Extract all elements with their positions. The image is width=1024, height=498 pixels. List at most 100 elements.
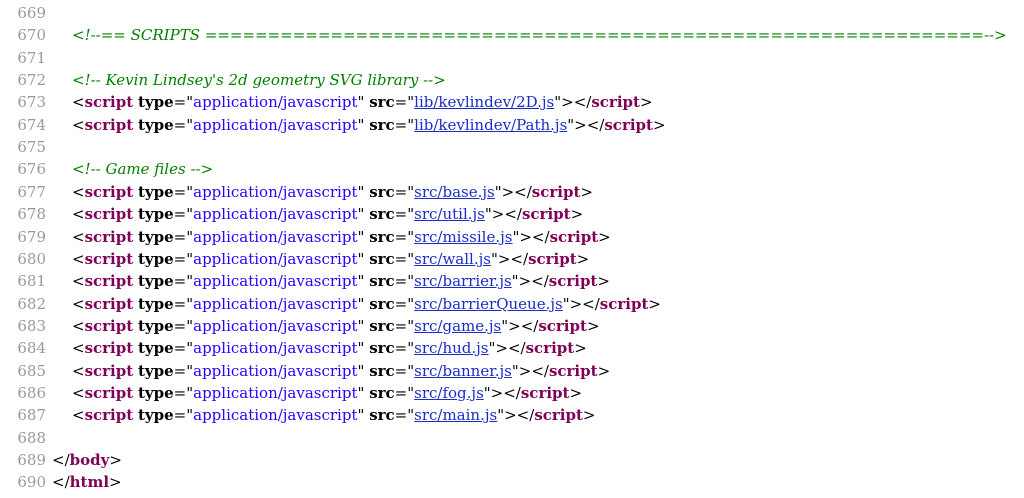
quote: "></: [501, 316, 539, 335]
line-number: 687: [17, 406, 46, 425]
quote: "></: [554, 93, 592, 112]
src-attribute: src: [369, 227, 395, 246]
quote: "></: [567, 115, 605, 134]
quote: =": [173, 115, 194, 134]
type-value: application/javascript: [193, 182, 358, 201]
line-number: 669: [17, 4, 46, 22]
src-link[interactable]: src/game.js: [414, 316, 502, 335]
type-attribute: type: [137, 182, 174, 201]
code-line: 678<script type="application/javascript"…: [0, 203, 1024, 225]
script-tag-name: script: [520, 383, 570, 402]
src-attribute: src: [369, 316, 395, 335]
quote: ": [357, 115, 365, 134]
src-link[interactable]: src/base.js: [414, 182, 495, 201]
quote: =": [394, 249, 415, 268]
script-tag-name: script: [84, 361, 134, 380]
quote: ": [357, 294, 365, 313]
quote: =": [173, 294, 194, 313]
line-content: </html>: [52, 471, 122, 493]
angle-bracket: >: [598, 227, 611, 246]
line-number: 682: [17, 294, 46, 313]
quote: ": [357, 406, 365, 425]
quote: =": [173, 316, 194, 335]
quote: =": [394, 383, 415, 402]
quote: ": [357, 93, 365, 112]
src-attribute: src: [369, 115, 395, 134]
code-line: 685<script type="application/javascript"…: [0, 360, 1024, 382]
quote: =": [394, 272, 415, 291]
quote: =": [173, 182, 194, 201]
src-link[interactable]: src/wall.js: [414, 249, 491, 268]
angle-bracket: <: [72, 205, 85, 224]
src-link[interactable]: src/main.js: [414, 406, 498, 425]
quote: "></: [511, 361, 549, 380]
src-link[interactable]: src/missile.js: [414, 227, 513, 246]
code-line: 677 <script type="application/javascript"…: [0, 181, 1024, 203]
src-link[interactable]: src/hud.js: [414, 339, 489, 358]
type-value: application/javascript: [193, 339, 358, 358]
script-tag-name: script: [521, 205, 571, 224]
code-line: 676<!-- Game files -->: [0, 158, 1024, 180]
line-content: <script type="application/javascript" sr…: [72, 248, 589, 270]
type-attribute: type: [137, 227, 174, 246]
line-content: <script type="application/javascript" sr…: [72, 382, 582, 404]
angle-bracket: >: [569, 383, 583, 402]
angle-bracket: >: [574, 339, 587, 358]
quote: ": [357, 316, 365, 335]
code-line: 687<script type="application/javascript"…: [0, 404, 1024, 426]
src-link[interactable]: src/util.js: [414, 205, 485, 224]
quote: =": [394, 227, 415, 246]
angle-bracket: <: [72, 182, 85, 201]
type-attribute: type: [137, 406, 174, 425]
angle-bracket: >: [109, 473, 122, 492]
src-link[interactable]: src/fog.js: [414, 383, 484, 402]
quote: =": [173, 383, 194, 402]
line-content: <script type="application/javascript" sr…: [72, 315, 600, 337]
quote: =": [173, 406, 194, 425]
script-tag-name: script: [538, 316, 587, 335]
angle-bracket: >: [597, 272, 610, 291]
angle-bracket: </: [52, 451, 70, 469]
type-value: application/javascript: [193, 93, 358, 112]
angle-bracket: >: [580, 182, 593, 201]
quote: "></: [488, 339, 526, 358]
angle-bracket: >: [582, 406, 596, 425]
src-link[interactable]: src/barrierQueue.js: [414, 294, 563, 313]
quote: =": [394, 182, 415, 201]
script-tag-name: script: [84, 272, 134, 291]
line-content: <!--== SCRIPTS =========================…: [72, 24, 1007, 46]
script-tag-name: script: [591, 93, 640, 112]
line-number: 679: [17, 227, 46, 246]
angle-bracket: >: [576, 249, 590, 268]
closing-tag-name: html: [69, 473, 110, 492]
type-attribute: type: [137, 93, 174, 112]
quote: ": [357, 339, 365, 358]
line-number: 670: [17, 26, 46, 45]
script-tag-name: script: [534, 406, 583, 425]
src-link[interactable]: lib/kevlindev/2D.js: [414, 93, 555, 112]
script-tag-name: script: [599, 294, 649, 313]
quote: =": [394, 294, 415, 313]
quote: =": [173, 249, 194, 268]
type-attribute: type: [137, 272, 174, 291]
type-value: application/javascript: [193, 249, 358, 268]
quote: =": [173, 205, 194, 224]
line-content: <script type="application/javascript" sr…: [72, 181, 593, 203]
line-content: <script type="application/javascript" sr…: [72, 270, 610, 292]
code-line: 674<script type="application/javascript"…: [0, 114, 1024, 136]
quote: =": [394, 93, 415, 112]
angle-bracket: >: [639, 93, 653, 112]
line-number: 681: [17, 272, 46, 291]
src-attribute: src: [369, 205, 395, 224]
quote: =": [173, 361, 194, 380]
src-link[interactable]: src/barrier.js: [414, 272, 512, 291]
code-line: 670 <!--== SCRIPTS ======================…: [0, 24, 1024, 46]
code-line: 681<script type="application/javascript"…: [0, 270, 1024, 292]
line-number: 675: [17, 138, 46, 157]
src-link[interactable]: src/banner.js: [414, 361, 512, 380]
line-number: 677: [17, 182, 46, 201]
script-tag-name: script: [84, 383, 134, 402]
src-link[interactable]: lib/kevlindev/Path.js: [414, 115, 568, 134]
type-attribute: type: [137, 249, 174, 268]
quote: "></: [511, 272, 549, 291]
